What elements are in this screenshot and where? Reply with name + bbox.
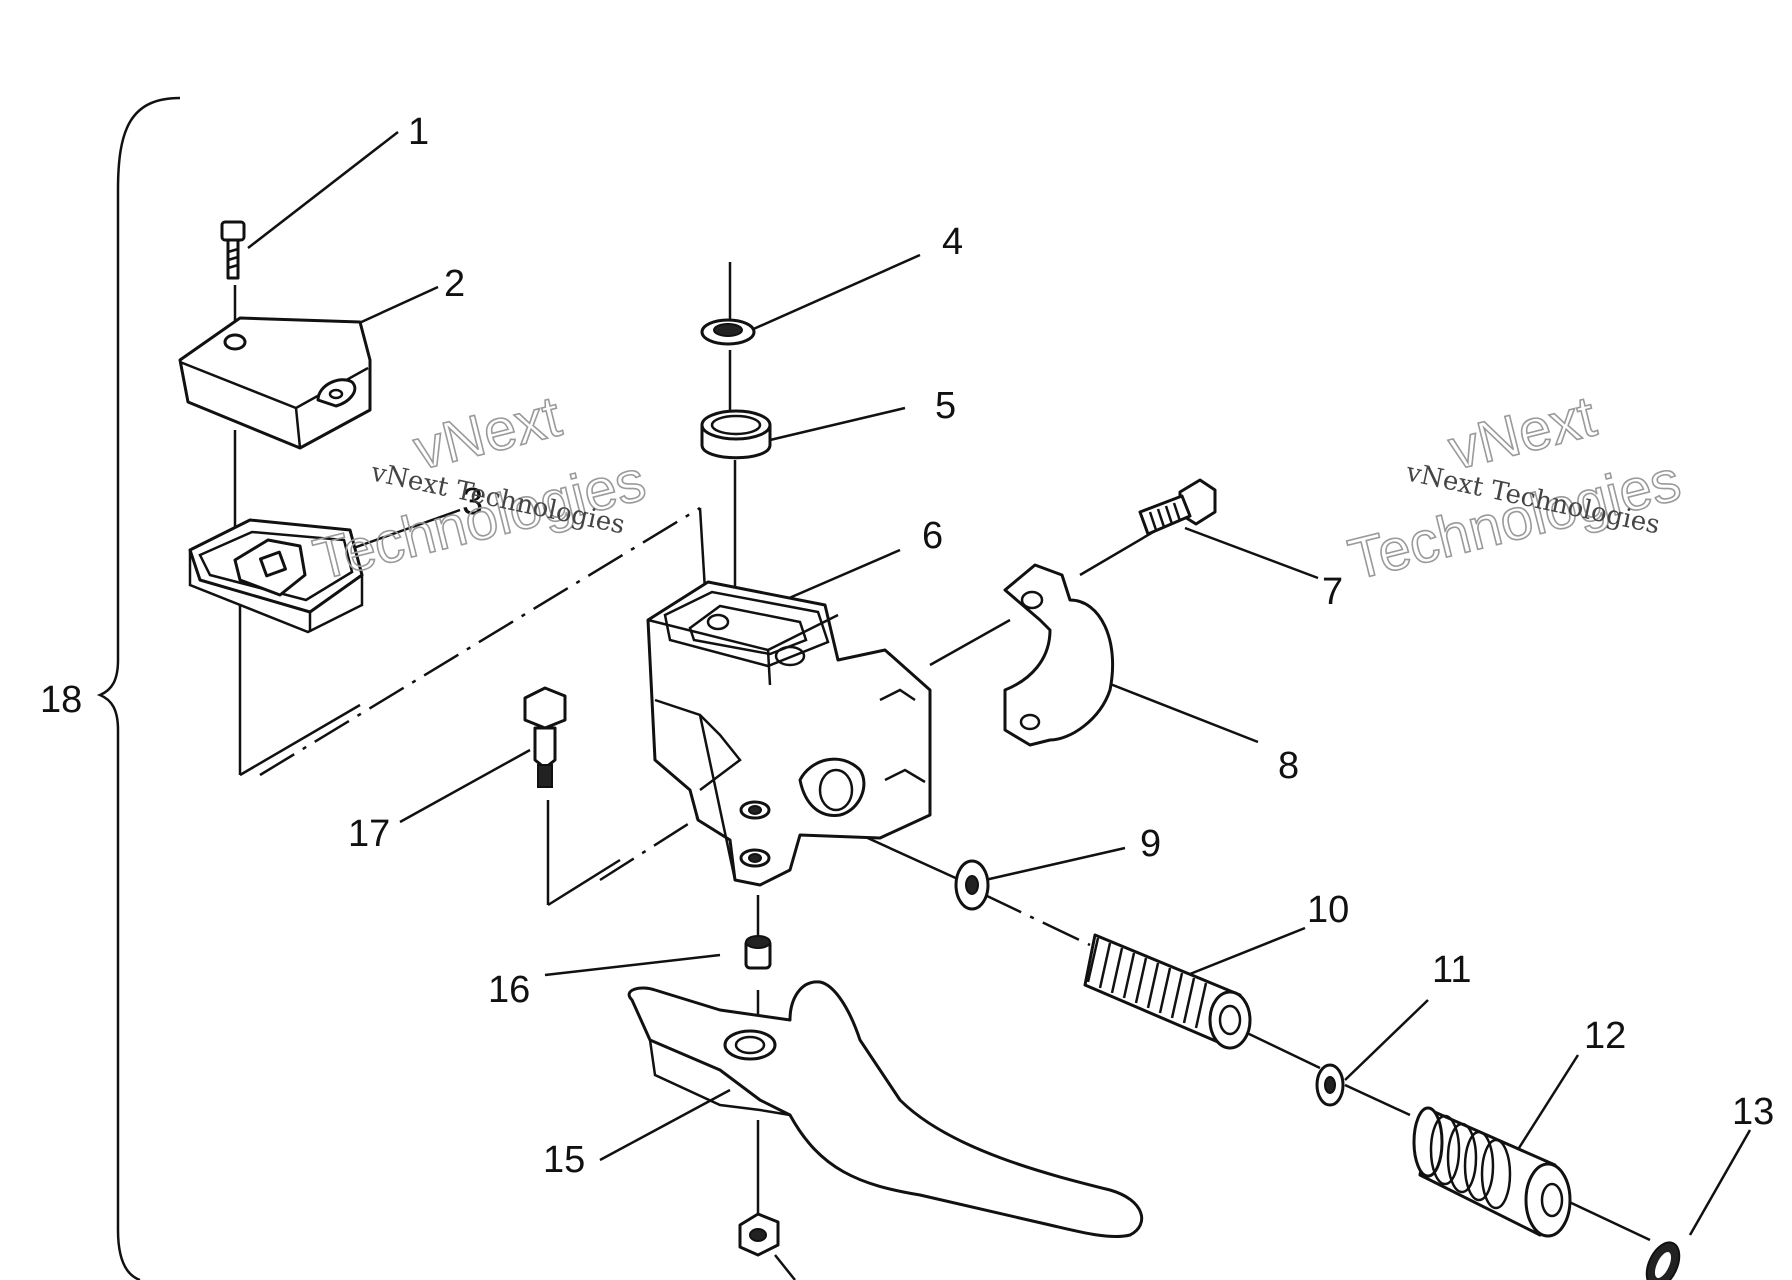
brake-lever: [627, 980, 1144, 1239]
callout-3: 3: [462, 481, 483, 523]
clamp-bolt: [1138, 478, 1217, 536]
cover-screw: [220, 220, 246, 280]
callout-4: 4: [942, 221, 963, 263]
circlip: [1645, 1241, 1681, 1280]
leader-lines: [247, 131, 1752, 1280]
callout-11: 11: [1432, 949, 1471, 991]
watermark-right: vNext Technologies vNext Technologies: [1342, 383, 1688, 594]
lever-nut: [738, 1212, 780, 1257]
callout-12: 12: [1584, 1015, 1626, 1057]
callout-labels: 1 2 3 4 5 6 7 8 9 10 11 12 13 15 16 17 1…: [40, 111, 1774, 1181]
pivot-bushing: [744, 935, 772, 970]
master-cylinder-body: [646, 580, 932, 887]
callout-15: 15: [543, 1139, 585, 1181]
small-washer: [1315, 1063, 1345, 1107]
callout-7: 7: [1322, 571, 1343, 613]
callout-8: 8: [1278, 745, 1299, 787]
reservoir-cover: [178, 316, 372, 450]
callout-2: 2: [444, 263, 465, 305]
callout-17: 17: [348, 813, 390, 855]
diaphragm: [188, 518, 364, 634]
callout-1: 1: [408, 111, 429, 153]
handlebar-clamp: [1003, 563, 1115, 747]
callout-16: 16: [488, 969, 530, 1011]
callout-9: 9: [1140, 823, 1161, 865]
spring: [1083, 933, 1252, 1050]
watermark-big-line1: vNext: [407, 384, 567, 483]
callout-18: 18: [40, 679, 82, 721]
callout-6: 6: [922, 515, 943, 557]
reservoir-cup: [700, 409, 772, 460]
piston: [1412, 1106, 1572, 1238]
callout-10: 10: [1307, 889, 1349, 931]
small-seal: [700, 318, 756, 346]
callout-5: 5: [935, 385, 956, 427]
pivot-bolt: [523, 686, 567, 788]
assembly-bracket: [96, 96, 181, 1280]
callout-13: 13: [1732, 1091, 1774, 1133]
watermark-big-line1: vNext: [1442, 384, 1602, 483]
washer: [954, 859, 990, 911]
